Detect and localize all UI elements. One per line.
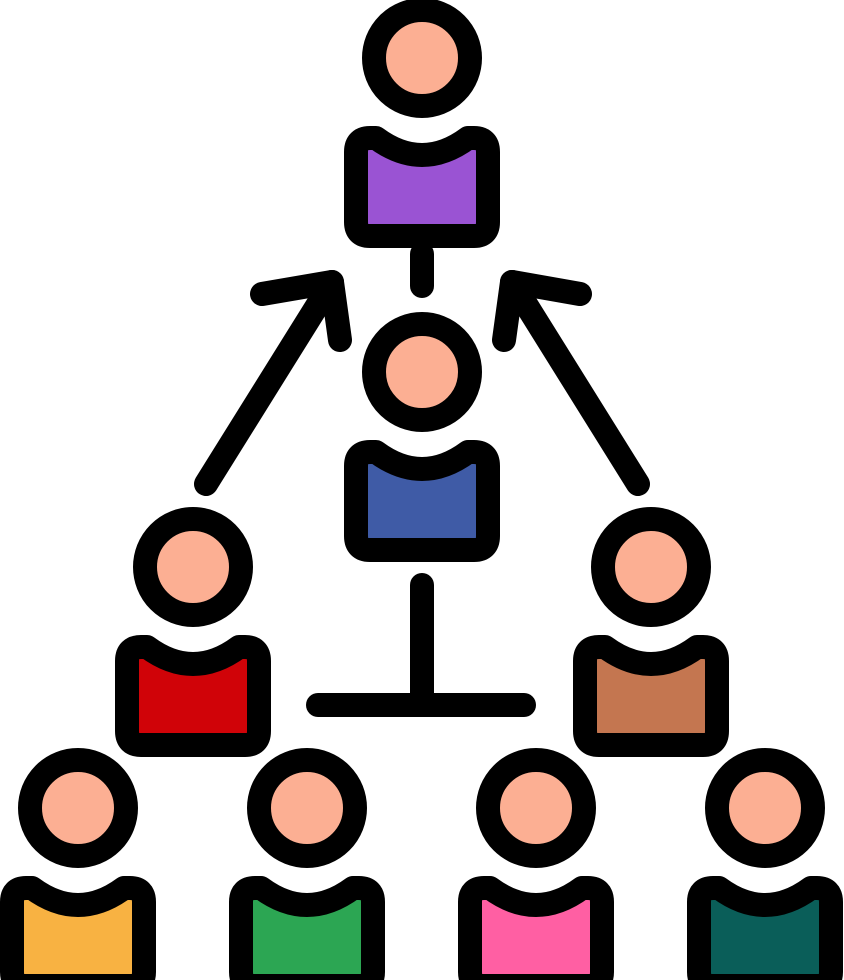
person-left-head: [133, 507, 253, 627]
person-bottom-2-body: [229, 876, 385, 980]
person-left-body: [115, 635, 271, 757]
person-bottom-1-body: [0, 876, 156, 980]
t-connector: [306, 573, 536, 717]
person-middle-head: [362, 312, 482, 432]
up-arrow-right: [492, 270, 650, 496]
person-top: [344, 0, 500, 248]
person-right-body: [573, 635, 729, 757]
person-top-body: [344, 126, 500, 248]
person-bottom-4-body: [687, 876, 843, 980]
person-middle: [344, 312, 500, 562]
person-bottom-4-head: [705, 748, 825, 868]
person-top-head: [362, 0, 482, 118]
up-arrow-left: [194, 270, 352, 496]
person-middle-body: [344, 440, 500, 562]
person-bottom-3: [458, 748, 614, 980]
person-bottom-3-body: [458, 876, 614, 980]
person-bottom-3-head: [476, 748, 596, 868]
person-bottom-2: [229, 748, 385, 980]
person-right-head: [591, 507, 711, 627]
person-left: [115, 507, 271, 757]
person-bottom-1-head: [18, 748, 138, 868]
person-bottom-2-head: [247, 748, 367, 868]
person-right: [573, 507, 729, 757]
person-bottom-1: [0, 748, 156, 980]
person-bottom-4: [687, 748, 843, 980]
